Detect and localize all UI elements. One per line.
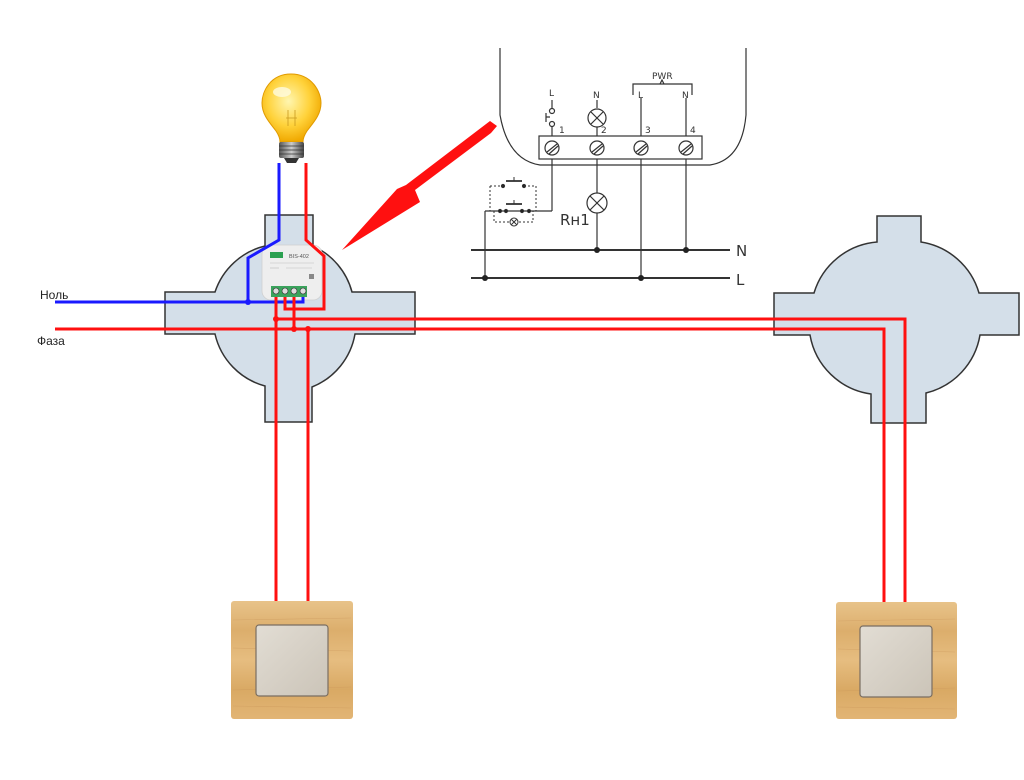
load-label: Rн1: [560, 211, 590, 229]
phase-junction-dots: [273, 316, 311, 332]
switch-right[interactable]: [836, 602, 957, 719]
relay-housing-outline: [499, 48, 747, 166]
switch-left-key[interactable]: [255, 624, 329, 697]
brand-logo: [270, 252, 283, 258]
pwr-bracket: [632, 83, 693, 95]
pushbuttons-symbol: [489, 177, 537, 227]
pwr-label: PWR: [652, 72, 673, 82]
terminal-screws: [544, 140, 694, 156]
switch-left[interactable]: [231, 601, 353, 719]
relay-model-label: BIS-402: [289, 254, 309, 260]
terminal-block: [538, 135, 703, 160]
bus-n-label: N: [736, 242, 747, 260]
terminal-4-number: 4: [690, 126, 696, 136]
terminal-2-top-label: N: [593, 91, 600, 101]
neutral-label: Ноль: [40, 288, 68, 302]
terminal-3-number: 3: [645, 126, 651, 136]
relay-schematic: [471, 48, 747, 281]
bus-l-label: L: [736, 271, 745, 289]
pointer-arrow: [342, 121, 497, 250]
neutral-wire: [55, 163, 305, 304]
terminal-1-top-label: L: [549, 89, 554, 99]
terminal-1-number: 1: [559, 126, 565, 136]
relay-terminal-block: [271, 286, 307, 297]
light-bulb-icon: [261, 73, 322, 163]
switch-right-key[interactable]: [859, 625, 933, 698]
relay-module: BIS-402: [261, 244, 323, 301]
phase-wire: [55, 163, 907, 604]
terminal-3-top-label: L: [638, 91, 643, 101]
phase-label: Фаза: [37, 334, 65, 348]
terminal-2-number: 2: [601, 126, 607, 136]
terminal-4-top-label: N: [682, 91, 689, 101]
